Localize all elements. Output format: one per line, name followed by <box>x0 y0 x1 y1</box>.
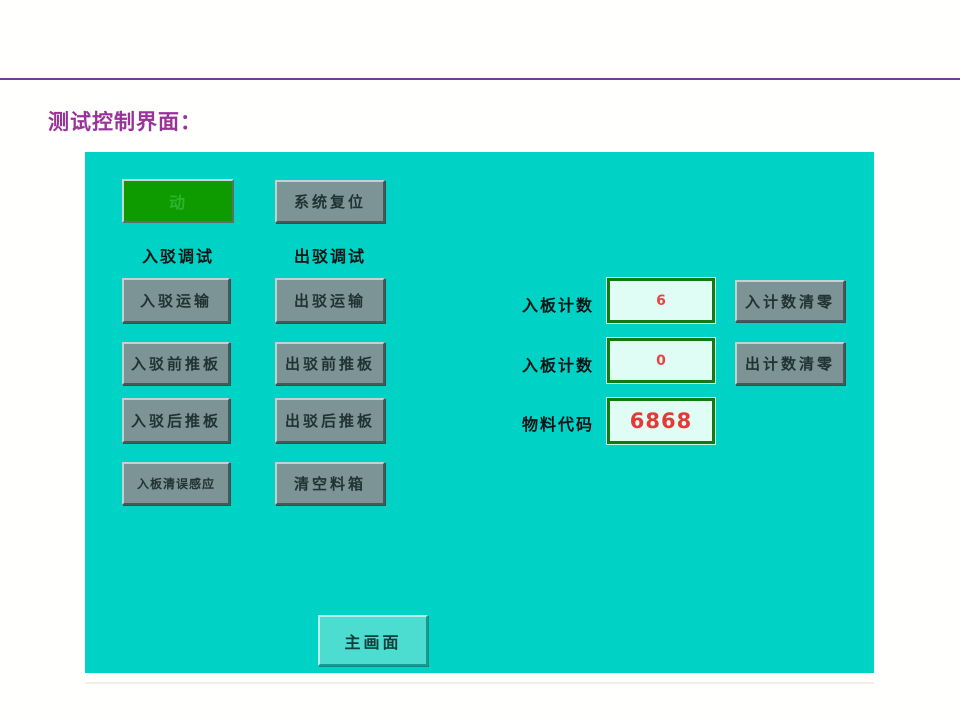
start-button[interactable]: 动 <box>122 179 234 223</box>
in-debug-section-label: 入驳调试 <box>141 247 214 266</box>
in-board-count-label: 入板计数 <box>522 296 595 315</box>
material-code-value: 6868 <box>629 409 693 433</box>
main-screen-button[interactable]: 主画面 <box>318 615 428 666</box>
out-transport-button[interactable]: 出驳运输 <box>275 278 385 323</box>
system-reset-button[interactable]: 系统复位 <box>275 180 385 223</box>
out-debug-section-label: 出驳调试 <box>293 247 366 266</box>
page-title: 测试控制界面： <box>48 110 202 134</box>
material-code-field[interactable]: 6868 <box>607 398 715 444</box>
out-front-pusher-button[interactable]: 出驳前推板 <box>275 342 385 385</box>
in-transport-button[interactable]: 入驳运输 <box>122 278 230 323</box>
hmi-control-panel: 动 系统复位 入驳调试 出驳调试 入驳运输 入驳前推板 入驳后推板 入板清误感应… <box>85 152 874 673</box>
panel-bottom-edge <box>85 682 874 684</box>
out-count-clear-button[interactable]: 出计数清零 <box>735 342 845 385</box>
in-board-count-field[interactable]: 6 <box>607 278 715 323</box>
in-count-clear-button[interactable]: 入计数清零 <box>735 280 845 322</box>
out-board-count-field[interactable]: 0 <box>607 338 715 383</box>
header-divider <box>0 78 960 80</box>
clear-material-box-button[interactable]: 清空料箱 <box>275 462 385 505</box>
in-board-count-value: 6 <box>656 292 666 309</box>
in-front-pusher-button[interactable]: 入驳前推板 <box>122 342 230 385</box>
in-rear-pusher-button[interactable]: 入驳后推板 <box>122 398 230 443</box>
material-code-label: 物料代码 <box>522 415 595 434</box>
out-board-count-label: 入板计数 <box>522 356 595 375</box>
out-rear-pusher-button[interactable]: 出驳后推板 <box>275 398 385 443</box>
board-entry-error-sensor-button[interactable]: 入板清误感应 <box>122 462 230 505</box>
out-board-count-value: 0 <box>656 352 666 369</box>
